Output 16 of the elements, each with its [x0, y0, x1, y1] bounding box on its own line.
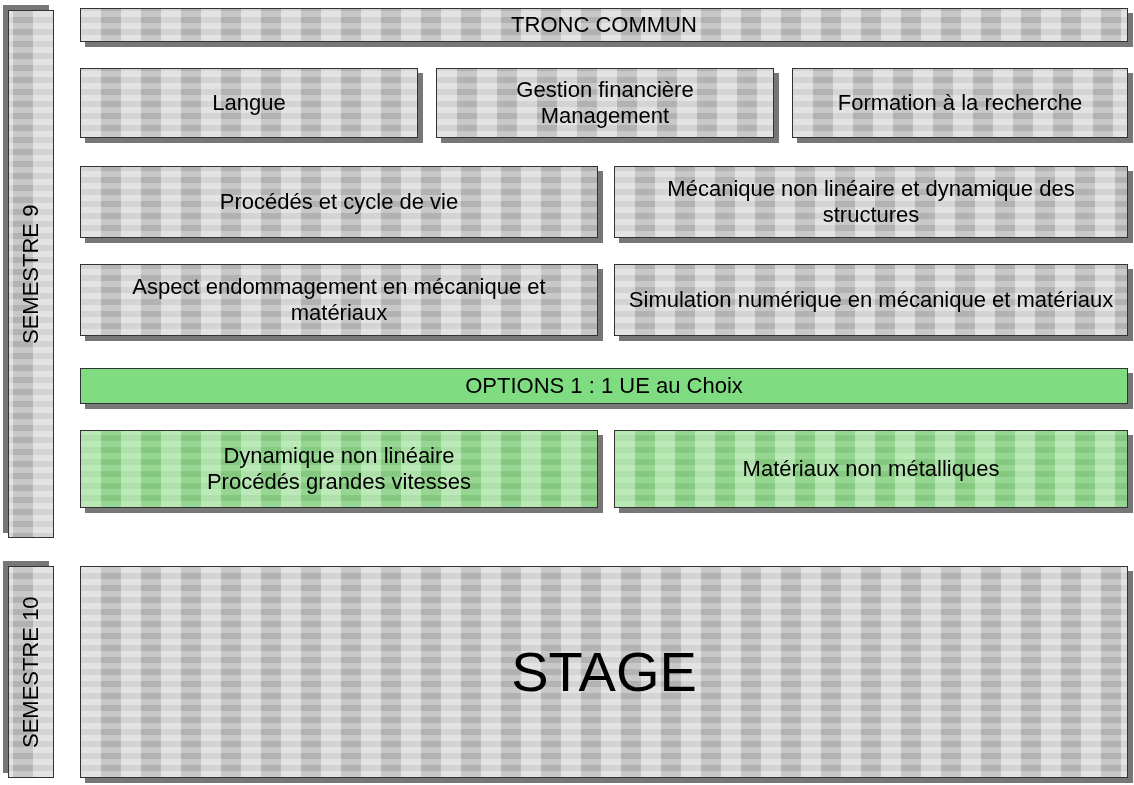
module-title: Matériaux non métalliques [741, 455, 1001, 483]
module-title: Aspect endommagement en mécanique et matériaux [131, 273, 547, 327]
module-title: TRONC COMMUN [510, 11, 698, 39]
module-title: Procédés grandes vitesses [205, 469, 473, 496]
module-title: Mécanique non linéaire et dynamique des structures [666, 175, 1076, 229]
semester-label: SEMESTRE 9 [16, 204, 44, 344]
module-title: STAGE [510, 639, 698, 706]
module-title: Procédés et cycle de vie [218, 188, 460, 216]
module-title: Gestion financière [515, 76, 695, 103]
semester-label: SEMESTRE 10 [16, 596, 44, 748]
module-title: Formation à la recherche [836, 89, 1084, 117]
module-title: Simulation numérique en mécanique et matériaux [627, 286, 1115, 314]
module-title: Dynamique non linéaire [222, 442, 456, 469]
module-title: Management [539, 103, 671, 130]
module-title: Langue [211, 89, 287, 117]
module-title: OPTIONS 1 : 1 UE au Choix [464, 372, 744, 400]
